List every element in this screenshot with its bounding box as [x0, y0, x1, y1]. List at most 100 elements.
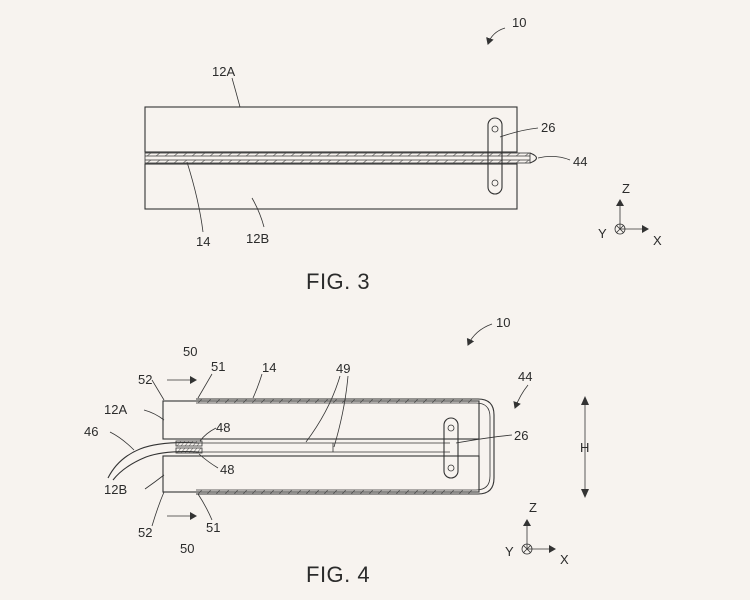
hatch-line [165, 160, 169, 163]
fig3-housing-12b [145, 164, 517, 209]
fig4-ref-50-bottom: 50 [180, 541, 194, 556]
hatch-line [363, 160, 367, 163]
fig3-ref-26: 26 [541, 120, 555, 135]
hatch-line [189, 448, 193, 453]
fig4-ref-44: 44 [518, 369, 532, 384]
fig4-leader-52-top [152, 380, 164, 400]
fig3-caption: FIG. 3 [306, 269, 370, 294]
hatch-line [193, 441, 197, 446]
hatch-line [435, 160, 439, 163]
hatch-line [300, 153, 304, 156]
hatch-line [372, 153, 376, 156]
fig3-leader-44 [538, 156, 570, 160]
fig4-axis-z: Z [529, 500, 537, 515]
fig4-hinge-pin-top [448, 425, 454, 431]
hatch-line [327, 153, 331, 156]
fig3-ref-12b: 12B [246, 231, 269, 246]
hatch-line [327, 160, 331, 163]
fig4-axis-x: X [560, 552, 569, 567]
hatch-line [255, 160, 259, 163]
fig4-axis-y: Y [505, 544, 514, 559]
hatch-line [147, 160, 151, 163]
hatch-line [444, 153, 448, 156]
hatch-line [210, 153, 214, 156]
fig4-display-14 [196, 399, 494, 494]
hatch-line [516, 153, 520, 156]
hatch-line [219, 160, 223, 163]
fig4-leader-14 [253, 374, 262, 398]
fig3-leader-14 [187, 162, 203, 232]
hatch-line [228, 153, 232, 156]
hatch-line [300, 160, 304, 163]
fig4-ref10-leader [468, 324, 492, 345]
fig3-axis-z: Z [622, 181, 630, 196]
hatch-line [525, 160, 529, 163]
hatch-line [210, 160, 214, 163]
fig4-leader-12a [144, 410, 164, 420]
hatch-line [282, 153, 286, 156]
hatch-line [156, 153, 160, 156]
fig3-hinge-pin-top [492, 126, 498, 132]
hatch-line [498, 153, 502, 156]
hatch-line [185, 448, 189, 453]
hatch-line [177, 448, 181, 453]
hatch-line [291, 153, 295, 156]
fig4-ref-52-bottom: 52 [138, 525, 152, 540]
hatch-line [174, 160, 178, 163]
hatch-line [273, 160, 277, 163]
hatch-line [192, 160, 196, 163]
hatch-line [147, 153, 151, 156]
hatch-line [309, 160, 313, 163]
hatch-line [462, 153, 466, 156]
fig3-ref-44: 44 [573, 154, 587, 169]
fig3-housing-12a [145, 107, 517, 152]
hatch-line [489, 160, 493, 163]
fig4-leader-51-bottom [198, 494, 212, 520]
hatch-line [471, 160, 475, 163]
hatch-line [408, 160, 412, 163]
hatch-line [318, 153, 322, 156]
fig3-ref-14: 14 [196, 234, 210, 249]
fig4-ref-49: 49 [336, 361, 350, 376]
hatch-line [471, 153, 475, 156]
hatch-line [462, 160, 466, 163]
hatch-line [354, 160, 358, 163]
fig4-ref-52-top: 52 [138, 372, 152, 387]
fig4-ref-46: 46 [84, 424, 98, 439]
fig4-hinge-pin-bottom [448, 465, 454, 471]
fig4-leader-46 [110, 432, 134, 450]
fig4-caption: FIG. 4 [306, 562, 370, 587]
fig3-leader-12a [232, 78, 240, 107]
fig4-ref-12a: 12A [104, 402, 127, 417]
fig3-ref-12a: 12A [212, 64, 235, 79]
fig4-ref-12b: 12B [104, 482, 127, 497]
hatch-line [408, 153, 412, 156]
hatch-line [336, 153, 340, 156]
fig3-leader-12b [252, 198, 264, 227]
hatch-line [197, 441, 201, 446]
hatch-line [354, 153, 358, 156]
hatch-line [183, 153, 187, 156]
hatch-line [219, 153, 223, 156]
hatch-line [363, 153, 367, 156]
hatch-line [390, 160, 394, 163]
hatch-line [372, 160, 376, 163]
hatch-line [399, 160, 403, 163]
hatch-line [165, 153, 169, 156]
hatch-line [417, 153, 421, 156]
hatch-line [174, 153, 178, 156]
hatch-line [336, 160, 340, 163]
fig4-ref-10: 10 [496, 315, 510, 330]
hatch-line [507, 160, 511, 163]
hatch-line [201, 160, 205, 163]
fig4-leader-51-top [198, 374, 212, 398]
hatch-line [516, 160, 520, 163]
hatch-line [264, 160, 268, 163]
fig3-bend-44 [530, 153, 537, 163]
hatch-line [156, 160, 160, 163]
fig4: 10 [84, 315, 589, 587]
hatch-line [417, 160, 421, 163]
hatch-line [181, 441, 185, 446]
hatch-line [246, 160, 250, 163]
